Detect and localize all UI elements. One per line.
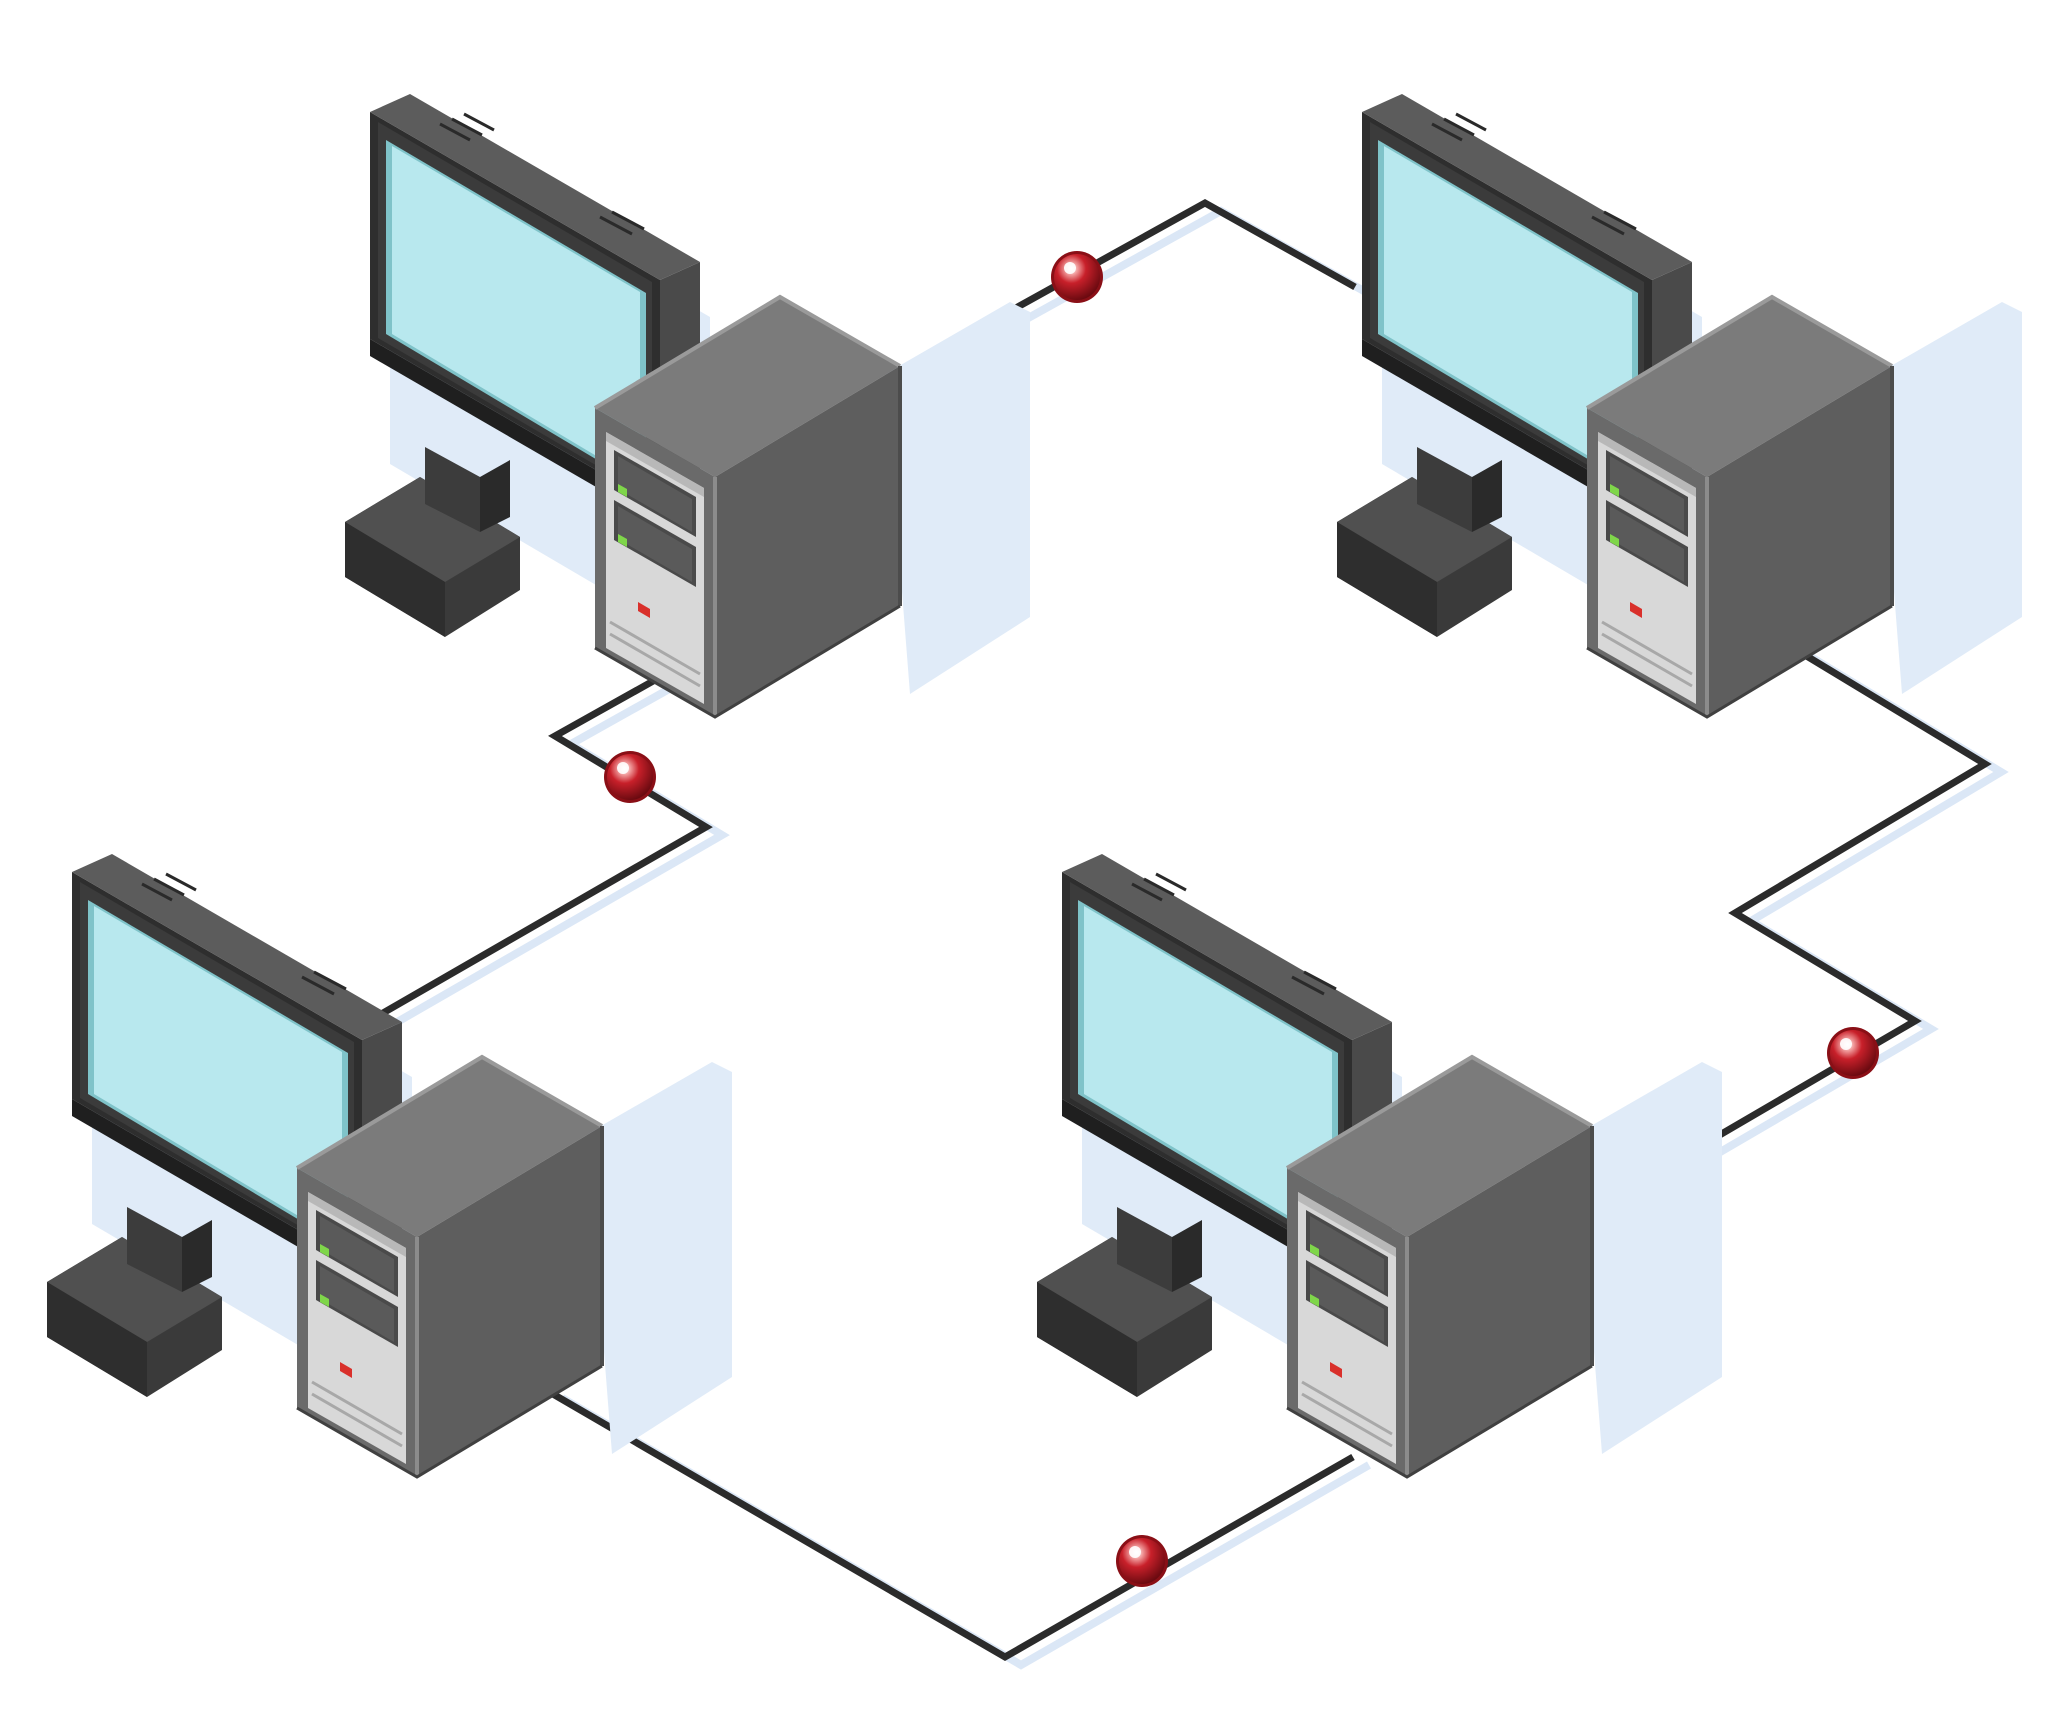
cable-connector-icon (1116, 1535, 1168, 1587)
cable-connector-icon (1827, 1027, 1879, 1079)
desktop-computer-icon (343, 92, 1032, 719)
workstation-bottom-left (45, 852, 734, 1479)
cable-top-right-to-bottom-right (1596, 643, 1992, 1210)
desktop-computer-icon (1035, 852, 1724, 1479)
workstation-bottom-right (1035, 852, 1724, 1479)
desktop-computer-icon (1335, 92, 2024, 719)
desktop-computer-icon (45, 852, 734, 1479)
cable-connector-icon (604, 751, 656, 803)
cable-bottom-left-to-top-left (374, 676, 713, 1021)
workstation-top-right (1335, 92, 2024, 719)
cables (374, 198, 2009, 1670)
workstation-top-left (343, 92, 1032, 719)
cable-connector-icon (1051, 251, 1103, 303)
cable-bottom-right-to-bottom-left (544, 1386, 1355, 1662)
